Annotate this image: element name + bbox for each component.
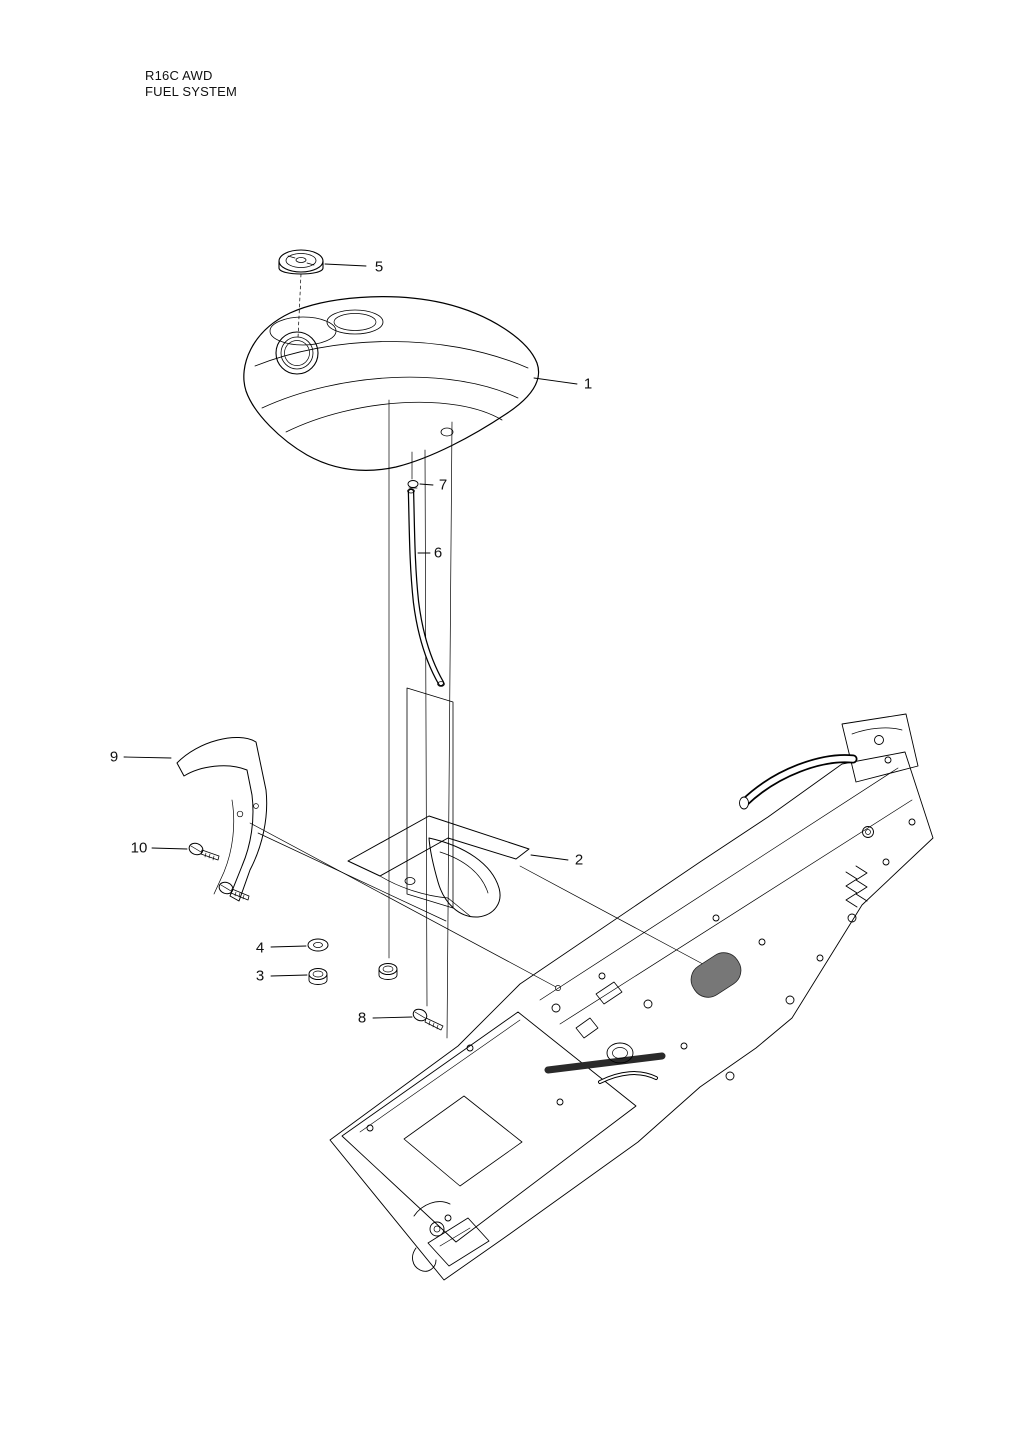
callout-10: 10 bbox=[130, 839, 148, 857]
callout-8: 8 bbox=[357, 1009, 367, 1027]
bracket-screws bbox=[188, 842, 250, 901]
callout-7: 7 bbox=[438, 476, 448, 494]
chassis-frame bbox=[329, 713, 934, 1281]
side-bracket bbox=[176, 737, 268, 902]
nut-2 bbox=[378, 963, 398, 980]
tank-bracket bbox=[347, 815, 530, 918]
washer bbox=[307, 938, 329, 952]
callout-4: 4 bbox=[255, 939, 265, 957]
title-block: R16C AWD FUEL SYSTEM bbox=[145, 68, 237, 100]
leader-lines bbox=[123, 263, 578, 1019]
screw bbox=[412, 1008, 444, 1031]
nut bbox=[308, 968, 328, 985]
callout-2: 2 bbox=[574, 851, 584, 869]
fuel-tank bbox=[243, 296, 540, 471]
hose-fitting bbox=[407, 480, 419, 489]
callout-6: 6 bbox=[433, 544, 443, 562]
fuel-hose bbox=[407, 488, 445, 687]
back-panel bbox=[406, 687, 454, 909]
callout-5: 5 bbox=[374, 258, 384, 276]
section-title: FUEL SYSTEM bbox=[145, 84, 238, 99]
callout-9: 9 bbox=[109, 748, 119, 766]
model-title: R16C AWD bbox=[145, 68, 213, 83]
callout-3: 3 bbox=[255, 967, 265, 985]
fuel-cap bbox=[278, 249, 324, 339]
callout-1: 1 bbox=[583, 375, 593, 393]
